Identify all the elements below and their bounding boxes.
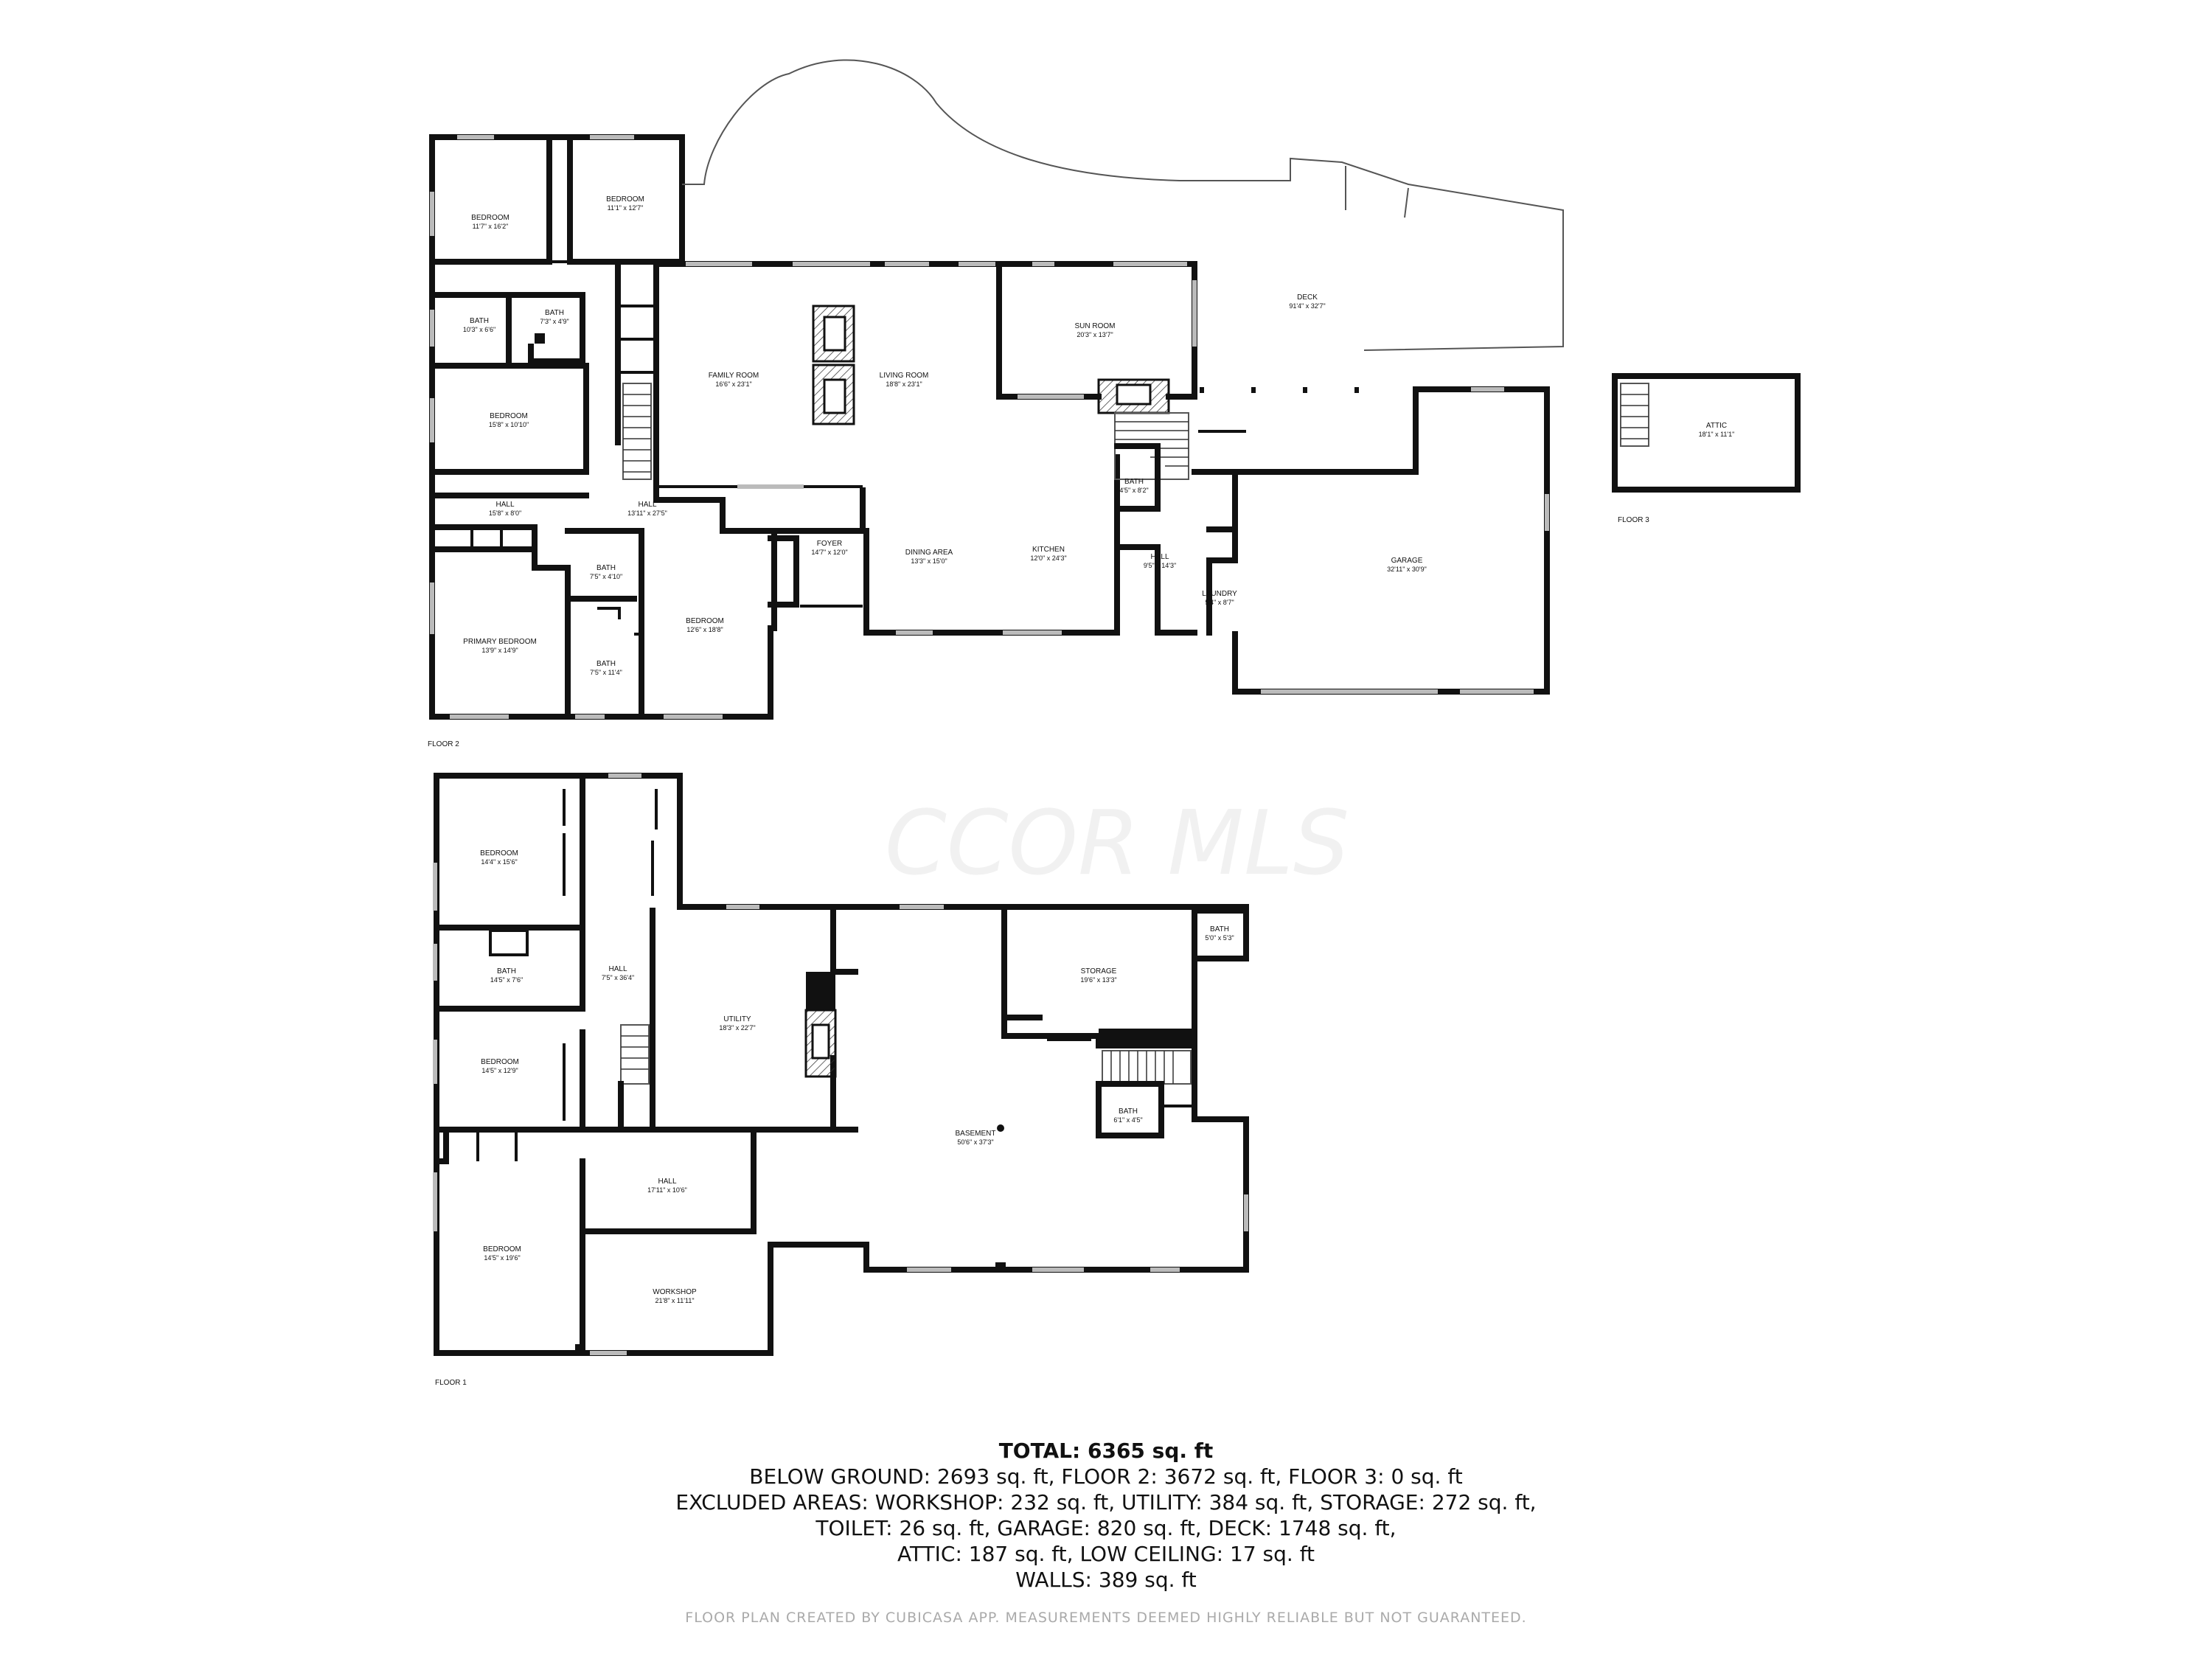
floor-1-plan: BEDROOM 14'4" x 15'6" BATH 14'5" x 7'6" … [433, 773, 1249, 1387]
room-dimensions: 14'5" x 12'9" [481, 1067, 518, 1074]
room-name: DECK [1297, 293, 1318, 302]
room-dimensions: 21'8" x 11'11" [655, 1297, 694, 1304]
room-dimensions: 14'5" x 19'6" [484, 1254, 520, 1262]
room-name: SUN ROOM [1075, 322, 1116, 330]
room-name: LIVING ROOM [880, 372, 929, 380]
area-line: TOILET: 26 sq. ft, GARAGE: 820 sq. ft, D… [815, 1516, 1397, 1540]
area-line: EXCLUDED AREAS: WORKSHOP: 232 sq. ft, UT… [675, 1490, 1537, 1514]
room-dimensions: 17'11" x 10'6" [647, 1186, 687, 1194]
room-name: HALL [658, 1178, 676, 1186]
room-name: BATH [545, 309, 564, 317]
room-dimensions: 14'7" x 12'0" [811, 549, 847, 556]
room-dimensions: 7'5" x 4'10" [590, 573, 622, 580]
room-dimensions: 32'11" x 30'9" [1387, 566, 1427, 573]
room-name: BATH [1124, 478, 1144, 486]
room-dimensions: 5'0" x 5'3" [1205, 934, 1234, 942]
room-name: GARAGE [1391, 557, 1423, 565]
room-name: BEDROOM [481, 1058, 519, 1066]
credit-note: FLOOR PLAN CREATED BY CUBICASA APP. MEAS… [685, 1610, 1527, 1626]
room-name: FAMILY ROOM [709, 372, 759, 380]
area-line: BELOW GROUND: 2693 sq. ft, FLOOR 2: 3672… [749, 1464, 1463, 1489]
room-dimensions: 6'1" x 4'5" [1113, 1116, 1142, 1124]
room-name: BATH [497, 967, 516, 975]
floor-3-plan: ATTIC 18'1" x 11'1" FLOOR 3 [1612, 373, 1801, 524]
room-dimensions: 13'3" x 15'0" [911, 557, 947, 565]
room-name: HALL [495, 501, 514, 509]
area-line: WALLS: 389 sq. ft [1015, 1568, 1197, 1592]
room-dimensions: 4'5" x 8'2" [1119, 487, 1148, 494]
room-dimensions: 12'6" x 18'8" [686, 626, 723, 633]
room-dimensions: 11'1" x 12'7" [608, 204, 644, 212]
watermark: CCOR MLS [885, 793, 1349, 895]
room-name: BATH [1210, 925, 1229, 933]
room-dimensions: 18'1" x 11'1" [1699, 431, 1735, 438]
room-dimensions: 91'4" x 32'7" [1289, 302, 1325, 310]
room-dimensions: 18'3" x 22'7" [719, 1024, 755, 1032]
room-name: BEDROOM [606, 195, 644, 204]
room-name: LAUNDRY [1202, 590, 1237, 598]
floor-2-plan: BEDROOM 11'7" x 16'2" BEDROOM 11'1" x 12… [428, 59, 1564, 748]
room-name: BATH [597, 660, 616, 668]
room-dimensions: 13'11" x 27'5" [627, 509, 667, 517]
room-dimensions: 18'8" x 23'1" [886, 380, 922, 388]
total-area: TOTAL: 6365 sq. ft [998, 1439, 1214, 1463]
room-name: BATH [470, 317, 489, 325]
room-dimensions: 14'4" x 15'6" [481, 858, 517, 866]
room-name: BEDROOM [490, 412, 528, 420]
room-dimensions: 12'0" x 24'3" [1030, 554, 1066, 562]
floor-label: FLOOR 1 [435, 1379, 467, 1387]
room-name: BATH [597, 564, 616, 572]
room-name: STORAGE [1081, 967, 1117, 975]
room-name: BEDROOM [471, 214, 509, 222]
room-name: ATTIC [1706, 422, 1727, 430]
area-summary: TOTAL: 6365 sq. ft BELOW GROUND: 2693 sq… [0, 1438, 2212, 1593]
area-line: ATTIC: 187 sq. ft, LOW CEILING: 17 sq. f… [897, 1542, 1315, 1566]
room-dimensions: 19'6" x 13'3" [1080, 976, 1116, 984]
room-name: BASEMENT [955, 1130, 995, 1138]
room-dimensions: 7'3" x 4'9" [540, 318, 568, 325]
room-dimensions: 16'6" x 23'1" [715, 380, 751, 388]
room-name: BEDROOM [483, 1245, 521, 1253]
room-dimensions: 15'8" x 10'10" [489, 421, 529, 428]
room-name: HALL [638, 501, 656, 509]
room-name: BEDROOM [686, 617, 724, 625]
room-name: PRIMARY BEDROOM [463, 638, 537, 646]
room-dimensions: 20'3" x 13'7" [1077, 331, 1113, 338]
room-name: DINING AREA [905, 549, 953, 557]
room-dimensions: 7'5" x 11'4" [590, 669, 622, 676]
room-name: FOYER [817, 540, 842, 548]
room-name: WORKSHOP [653, 1288, 697, 1296]
room-name: UTILITY [723, 1015, 751, 1023]
room-dimensions: 5'4" x 8'7" [1205, 599, 1234, 606]
floor-label: FLOOR 3 [1618, 516, 1649, 524]
room-dimensions: 10'3" x 6'6" [463, 326, 495, 333]
floor-label: FLOOR 2 [428, 740, 459, 748]
room-dimensions: 50'6" x 37'3" [957, 1138, 993, 1146]
room-dimensions: 13'9" x 14'9" [481, 647, 518, 654]
room-name: HALL [608, 965, 627, 973]
room-dimensions: 9'5" x 14'3" [1144, 562, 1176, 569]
room-dimensions: 15'8" x 8'0" [489, 509, 521, 517]
room-name: KITCHEN [1032, 546, 1065, 554]
room-name: HALL [1150, 553, 1169, 561]
room-name: BEDROOM [480, 849, 518, 858]
room-dimensions: 7'5" x 36'4" [602, 974, 634, 981]
room-dimensions: 11'7" x 16'2" [473, 223, 509, 230]
room-name: BATH [1119, 1107, 1138, 1116]
room-dimensions: 14'5" x 7'6" [490, 976, 523, 984]
